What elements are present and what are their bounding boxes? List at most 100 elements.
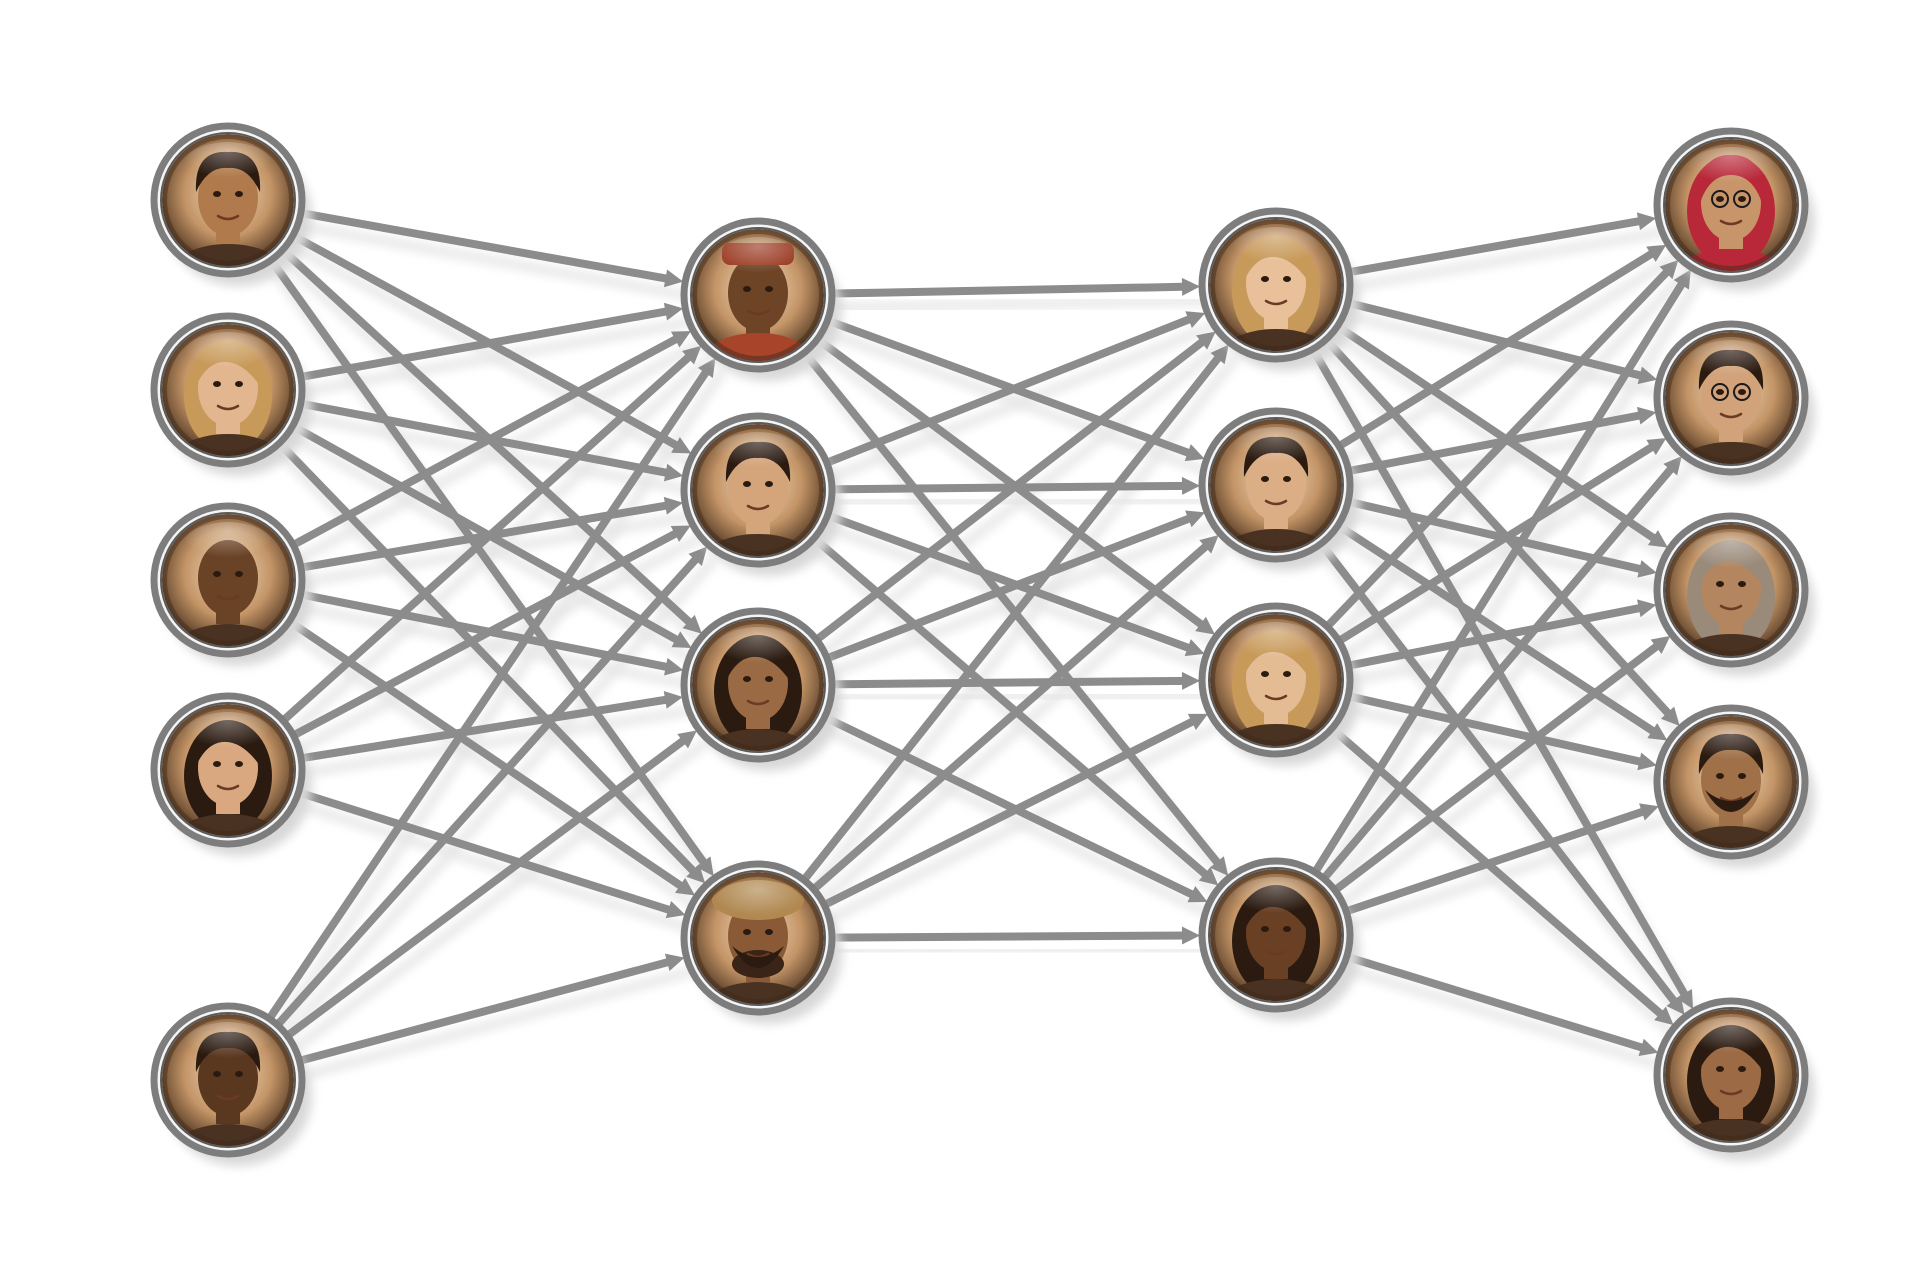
arrowhead-icon xyxy=(1637,752,1657,771)
edge-shadow xyxy=(1346,227,1667,292)
edge-c3-d5 xyxy=(1324,721,1671,1023)
node-rim xyxy=(1663,330,1799,466)
arrowhead-icon xyxy=(664,953,685,972)
arrowhead-icon xyxy=(1181,277,1201,296)
edge-b2-c3 xyxy=(819,510,1200,655)
edge-a4-b3 xyxy=(293,694,678,763)
node-rim xyxy=(160,1012,296,1148)
edge-c1-d2 xyxy=(1339,297,1652,382)
edge-c4-d2 xyxy=(1317,459,1680,886)
arrowhead-icon xyxy=(1181,476,1201,495)
edge-c3-d1 xyxy=(1320,263,1676,634)
arrowhead-icon xyxy=(1638,1038,1659,1056)
edge-b3-c3 xyxy=(823,676,1195,689)
node-a1 xyxy=(150,122,312,286)
arrowhead-icon xyxy=(1185,510,1206,528)
node-rim xyxy=(690,422,826,558)
arrowhead-icon xyxy=(1198,866,1219,886)
edge-b4-c1 xyxy=(797,348,1227,888)
arrowhead-icon xyxy=(1637,366,1658,385)
edge-shadow xyxy=(1337,254,1677,467)
arrowhead-icon xyxy=(1660,706,1680,726)
node-rim xyxy=(160,322,296,458)
edge-c4-d4 xyxy=(1338,805,1654,917)
arrowhead-icon xyxy=(671,631,692,649)
edge-layer xyxy=(263,208,1694,1066)
arrowhead-icon xyxy=(1181,926,1201,945)
node-c2 xyxy=(1198,407,1360,571)
arrowhead-icon xyxy=(663,463,684,482)
edge-shadow xyxy=(1345,311,1668,399)
edge-a3-b1 xyxy=(285,331,687,551)
node-b3 xyxy=(680,607,842,771)
node-rim xyxy=(1663,137,1799,273)
edge-shadow xyxy=(296,800,697,934)
node-a3 xyxy=(150,502,312,666)
arrowhead-icon xyxy=(663,496,684,515)
edge-b4-c3 xyxy=(816,714,1204,911)
arrowhead-icon xyxy=(1195,616,1216,635)
edge-shadow xyxy=(287,628,706,914)
arrowhead-icon xyxy=(1184,444,1205,462)
edge-c3-d3 xyxy=(1340,602,1651,671)
edge-shadow xyxy=(1314,278,1702,895)
node-rim xyxy=(1208,612,1344,748)
edge-b4-c4 xyxy=(823,931,1195,942)
edge-b3-c1 xyxy=(809,333,1212,647)
edge-shadow xyxy=(1330,735,1685,1044)
node-rim xyxy=(1663,714,1799,850)
edge-shadow xyxy=(297,967,696,1081)
edge-shadow xyxy=(268,367,726,1041)
edge-shadow xyxy=(298,706,694,778)
arrowhead-icon xyxy=(1646,438,1667,456)
node-rim xyxy=(1663,522,1799,658)
edge-shadow xyxy=(1345,704,1668,784)
edge-shadow xyxy=(803,354,1240,902)
arrowhead-icon xyxy=(663,690,683,709)
arrowhead-icon xyxy=(663,302,684,321)
node-d1 xyxy=(1653,127,1815,291)
edge-a1-b4 xyxy=(264,252,712,873)
edge-a5-b3 xyxy=(280,732,694,1043)
arrowhead-icon xyxy=(688,546,708,566)
node-a5 xyxy=(150,1002,312,1166)
edge-c4-d1 xyxy=(1309,273,1690,880)
node-rim xyxy=(1208,867,1344,1003)
arrowhead-icon xyxy=(695,856,714,877)
node-rim xyxy=(690,617,826,753)
arrowhead-icon xyxy=(670,525,691,542)
node-rim xyxy=(160,132,296,268)
edge-a5-b1 xyxy=(263,362,714,1026)
node-rim xyxy=(1208,417,1344,553)
arrowhead-icon xyxy=(1673,269,1691,290)
edge-shadow xyxy=(1346,614,1667,685)
arrowhead-icon xyxy=(1187,713,1208,730)
node-d5 xyxy=(1653,997,1815,1161)
edge-shadow xyxy=(1335,333,1679,567)
node-c1 xyxy=(1198,207,1360,371)
node-d2 xyxy=(1653,320,1815,484)
arrowhead-icon xyxy=(1650,635,1671,654)
node-c4 xyxy=(1198,857,1360,1021)
arrowhead-icon xyxy=(665,901,686,919)
node-c3 xyxy=(1198,602,1360,766)
edge-c1-d1 xyxy=(1340,215,1651,277)
edge-shadow-layer xyxy=(268,221,1704,1081)
edge-shadow xyxy=(298,221,694,301)
node-b1 xyxy=(680,217,842,381)
arrowhead-icon xyxy=(1209,856,1229,876)
node-rim xyxy=(690,227,826,363)
arrowhead-icon xyxy=(677,730,698,749)
arrowhead-icon xyxy=(1659,259,1679,280)
edge-a4-b1 xyxy=(276,348,698,728)
edge-a3-b4 xyxy=(282,615,691,894)
node-rim xyxy=(690,870,826,1006)
edge-a1-b1 xyxy=(292,208,678,284)
edge-b1-c4 xyxy=(798,345,1226,873)
edge-shadow xyxy=(276,556,718,1047)
edge-shadow xyxy=(829,944,1211,957)
edge-b1-c1 xyxy=(823,282,1195,298)
arrowhead-icon xyxy=(1666,995,1685,1015)
